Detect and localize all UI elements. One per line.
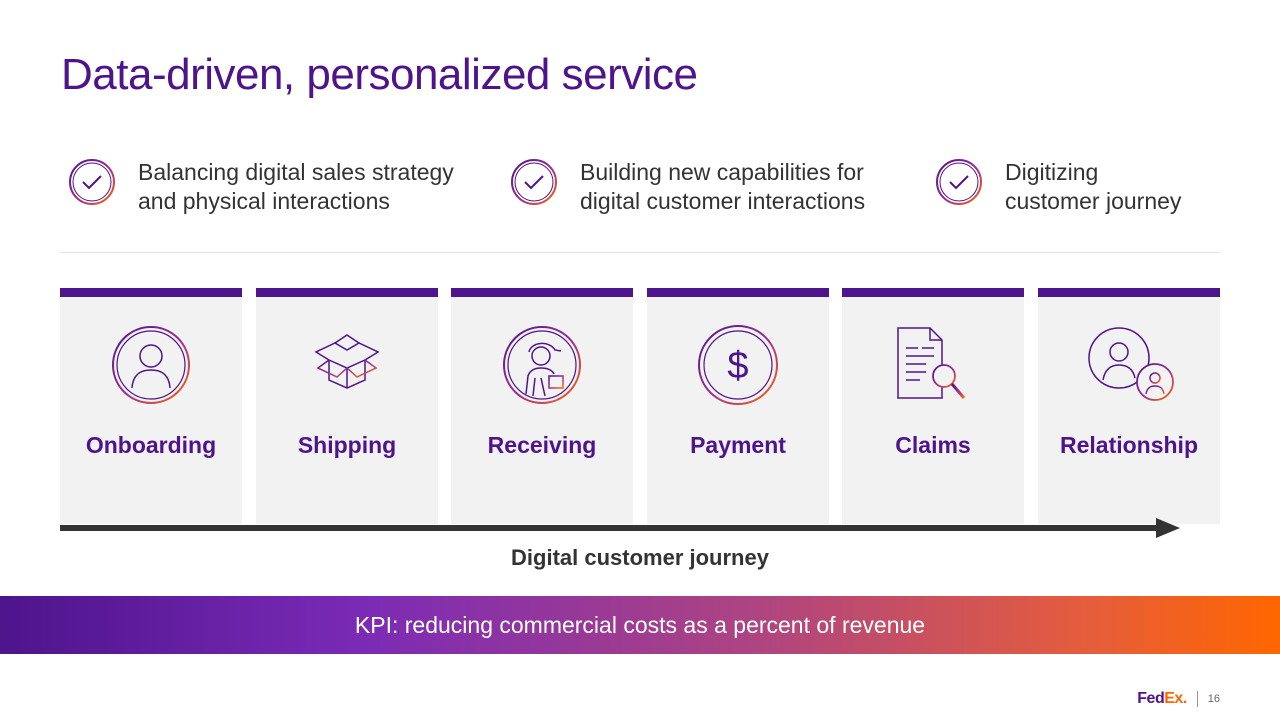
stage-label: Payment <box>690 432 786 458</box>
stage-onboarding: Onboarding <box>60 288 242 524</box>
delivery-person-icon <box>503 326 581 404</box>
stage-label: Claims <box>895 432 971 458</box>
stage-label: Shipping <box>297 432 397 458</box>
check-circle-icon <box>511 159 557 205</box>
people-icon <box>1088 327 1174 401</box>
objective-1-line2: and physical interactions <box>138 188 390 214</box>
objective-3: Digitizing customer journey <box>935 158 1181 216</box>
kpi-text: KPI: reducing commercial costs as a perc… <box>354 611 926 638</box>
objective-1: Balancing digital sales strategy and phy… <box>68 158 454 216</box>
stage-shipping: Shipping <box>256 288 438 524</box>
page-number: 16 <box>1207 693 1220 705</box>
objective-2-line2: digital customer interactions <box>580 188 866 214</box>
stage-bar <box>1038 288 1220 297</box>
check-circle-icon <box>69 159 115 205</box>
stage-bar <box>451 288 633 297</box>
divider <box>60 252 1220 253</box>
objective-2-line1: Building new capabilities for <box>580 159 864 185</box>
stage-bar <box>256 288 438 297</box>
dollar-icon: $ <box>698 325 778 405</box>
stage-receiving: Receiving <box>451 288 633 524</box>
fedex-logo: FedEx. <box>1137 690 1187 707</box>
stage-bar <box>60 288 242 297</box>
journey-arrow <box>60 518 1180 538</box>
stage-label: Relationship <box>1059 432 1198 458</box>
stage-claims: Claims <box>842 288 1024 524</box>
stage-bar <box>842 288 1024 297</box>
stage-label: Onboarding <box>85 432 217 458</box>
stage-label: Receiving <box>487 432 597 458</box>
stage-payment: $ Payment <box>647 288 829 524</box>
objective-3-line1: Digitizing <box>1005 159 1099 185</box>
svg-text:$: $ <box>727 345 748 387</box>
document-search-icon <box>897 327 966 399</box>
person-icon <box>112 326 190 404</box>
box-icon <box>314 334 380 389</box>
objective-3-line2: customer journey <box>1005 188 1182 214</box>
stage-relationship: Relationship <box>1038 288 1220 524</box>
check-circle-icon <box>936 159 982 205</box>
journey-label: Digital customer journey <box>511 545 769 570</box>
footer-separator <box>1196 691 1198 707</box>
footer: FedEx. 16 <box>1137 690 1220 708</box>
page-title: Data-driven, personalized service <box>61 50 698 99</box>
objective-1-line1: Balancing digital sales strategy <box>138 159 454 185</box>
objective-2: Building new capabilities for digital cu… <box>510 158 865 216</box>
kpi-banner: KPI: reducing commercial costs as a perc… <box>0 596 1280 654</box>
stage-bar <box>647 288 829 297</box>
